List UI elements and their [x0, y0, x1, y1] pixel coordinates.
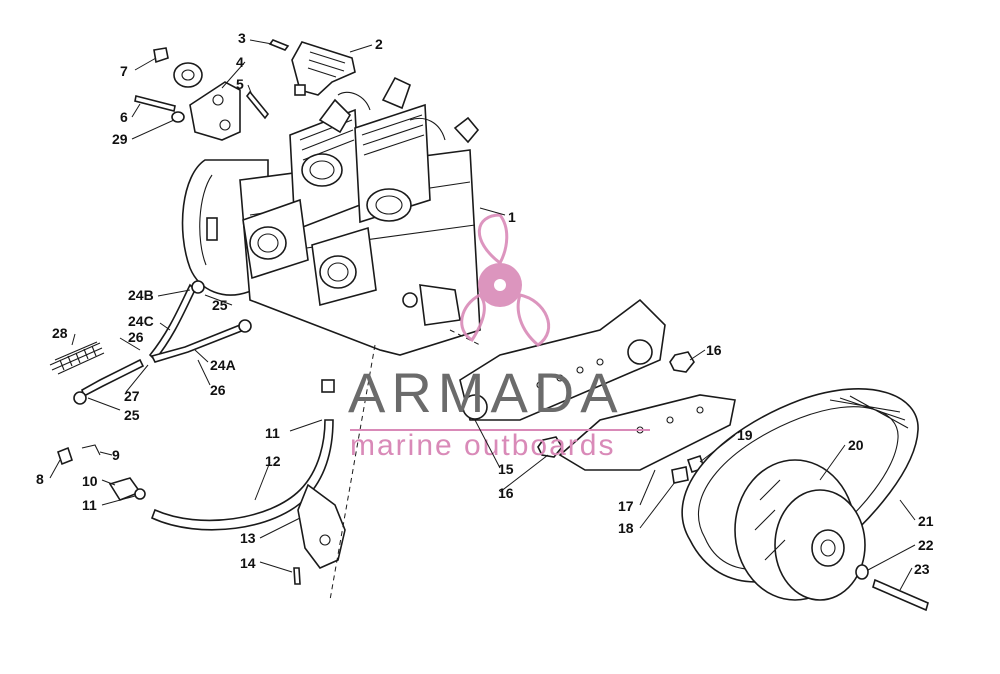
- callout-15: 15: [498, 461, 514, 477]
- alignment-line-2: [449, 329, 481, 346]
- callout-13: 13: [240, 530, 256, 546]
- part-23-bolt: [872, 578, 929, 612]
- callout-21: 21: [918, 513, 934, 529]
- part-2-bracket: [291, 41, 356, 96]
- watermark-tagline: marine outboards: [350, 429, 615, 462]
- part-28-spring: [49, 341, 105, 375]
- callout-29: 29: [112, 131, 128, 147]
- callout-2: 2: [375, 36, 383, 52]
- callout-6: 6: [120, 109, 128, 125]
- callout-16-lower: 16: [498, 485, 514, 501]
- callout-10: 10: [82, 473, 98, 489]
- part-7-pulley: [153, 47, 203, 88]
- callout-11-upper: 11: [265, 425, 280, 441]
- callout-1: 1: [508, 209, 516, 225]
- callout-24A: 24A: [210, 357, 236, 373]
- callout-25-upper: 25: [212, 297, 228, 313]
- part-3-pin: [268, 39, 290, 51]
- callout-22: 22: [918, 537, 934, 553]
- part-24-fuel-lines: [73, 280, 252, 405]
- callout-12: 12: [265, 453, 281, 469]
- callout-20: 20: [848, 437, 864, 453]
- watermark-brand: ARMADA: [348, 361, 624, 424]
- callout-28: 28: [52, 325, 68, 341]
- callout-16-upper: 16: [706, 342, 722, 358]
- leader-lines: [49, 39, 916, 591]
- engine-assembly: [181, 76, 481, 356]
- callout-11-lower: 11: [82, 497, 97, 513]
- callout-17: 17: [618, 498, 634, 514]
- callout-26-left: 26: [128, 329, 144, 345]
- part-13-bracket: [297, 483, 346, 569]
- callout-24C: 24C: [128, 313, 154, 329]
- callout-25-lower: 25: [124, 407, 140, 423]
- part-18-bolt: [671, 466, 689, 484]
- callout-27: 27: [124, 388, 140, 404]
- callout-3: 3: [238, 30, 246, 46]
- armada-logo: [460, 213, 551, 347]
- callout-4: 4: [236, 54, 244, 70]
- callout-7: 7: [120, 63, 128, 79]
- callout-5: 5: [236, 76, 244, 92]
- part-16-nut-lower: [537, 436, 563, 458]
- callout-23: 23: [914, 561, 930, 577]
- callout-labels: 3 2 4 7 5 6 29 1 24B 25 24C 28 26 24A 26…: [36, 30, 934, 577]
- part-4-mount: [189, 81, 241, 141]
- part-6-bolt: [134, 95, 176, 112]
- callout-26-right: 26: [210, 382, 226, 398]
- callout-9: 9: [112, 447, 120, 463]
- callout-24B: 24B: [128, 287, 154, 303]
- part-15-plate: [459, 298, 666, 421]
- callout-14: 14: [240, 555, 256, 571]
- alignment-line: [329, 344, 376, 601]
- part-14-screw: [293, 567, 301, 585]
- part-10-filter: [108, 477, 146, 501]
- callout-19: 19: [737, 427, 753, 443]
- part-8-fitting: [57, 446, 73, 466]
- part-12-hose: [150, 379, 335, 531]
- part-5-bolt: [245, 90, 270, 120]
- callout-18: 18: [618, 520, 634, 536]
- part-20-clutch: [734, 459, 866, 601]
- part-29-washer: [171, 111, 185, 123]
- part-9-clip: [81, 444, 101, 456]
- part-22-washer: [855, 564, 869, 580]
- callout-8: 8: [36, 471, 44, 487]
- part-16-nut-upper: [669, 351, 695, 373]
